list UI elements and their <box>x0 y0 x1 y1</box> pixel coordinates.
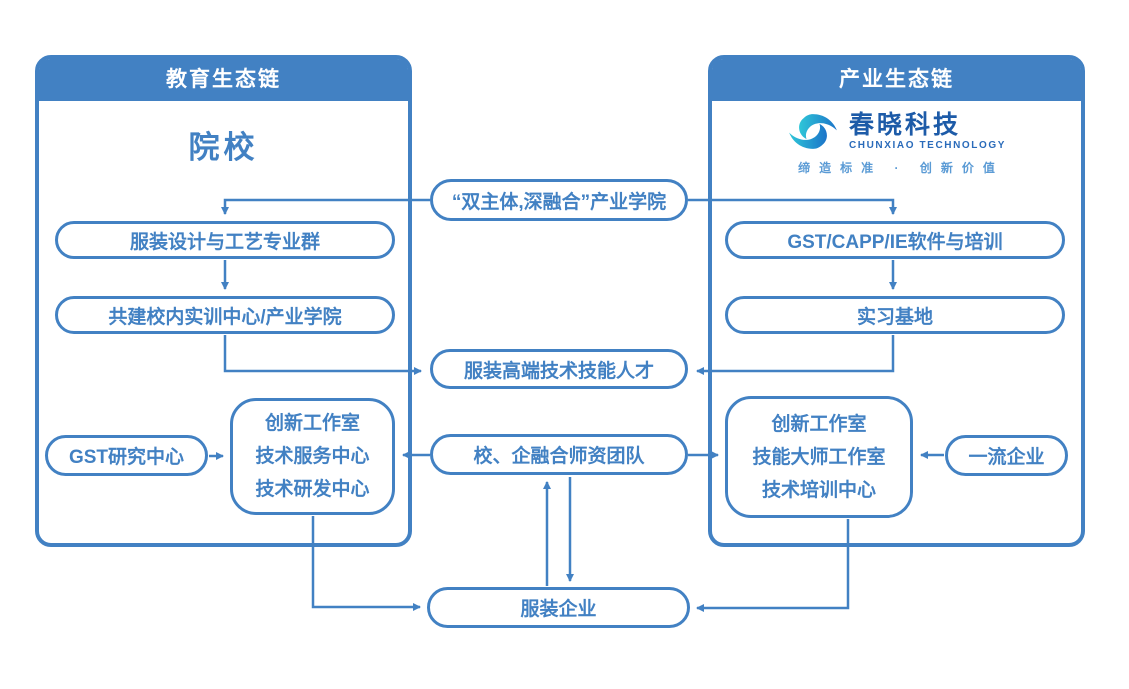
node-internship-base: 实习基地 <box>725 296 1065 334</box>
node-left-studio: 创新工作室 技术服务中心 技术研发中心 <box>230 398 395 515</box>
college-title: 院校 <box>188 130 259 165</box>
node-talent: 服装高端技术技能人才 <box>430 349 688 389</box>
company-name-en: CHUNXIAO TECHNOLOGY <box>848 140 1007 151</box>
node-right-studio-line2: 技能大师工作室 <box>752 446 886 468</box>
node-right-studio-line1: 创新工作室 <box>771 413 867 435</box>
node-training-center: 共建校内实训中心/产业学院 <box>55 296 395 334</box>
node-software-training: GST/CAPP/IE软件与培训 <box>725 221 1065 259</box>
node-industry-college: “双主体,深融合”产业学院 <box>430 179 688 221</box>
node-right-studio: 创新工作室 技能大师工作室 技术培训中心 <box>725 396 913 518</box>
panel-industry-header: 产业生态链 <box>712 59 1081 101</box>
company-logo-text-block: 春晓科技 CHUNXIAO TECHNOLOGY <box>849 112 1006 151</box>
node-left-studio-line3: 技术研发中心 <box>255 479 370 500</box>
node-right-studio-line3: 技术培训中心 <box>761 479 876 501</box>
node-gst-research: GST研究中心 <box>45 435 208 476</box>
node-left-studio-line2: 技术服务中心 <box>255 446 370 467</box>
company-swirl-icon <box>789 114 837 149</box>
company-tagline: 缔造标准 · 创新价值 <box>798 161 1004 175</box>
panel-education-header: 教育生态链 <box>39 59 408 101</box>
node-top-enterprise: 一流企业 <box>945 435 1068 476</box>
node-garment-enterprise: 服装企业 <box>427 587 690 628</box>
company-name: 春晓科技 <box>848 111 961 139</box>
node-left-studio-line1: 创新工作室 <box>264 413 360 434</box>
company-logo-row: 春晓科技 CHUNXIAO TECHNOLOGY <box>787 112 1006 151</box>
node-major-group: 服装设计与工艺专业群 <box>55 221 395 259</box>
node-teacher-team: 校、企融合师资团队 <box>430 434 688 475</box>
company-logo: 春晓科技 CHUNXIAO TECHNOLOGY 缔造标准 · 创新价值 <box>708 112 1085 176</box>
